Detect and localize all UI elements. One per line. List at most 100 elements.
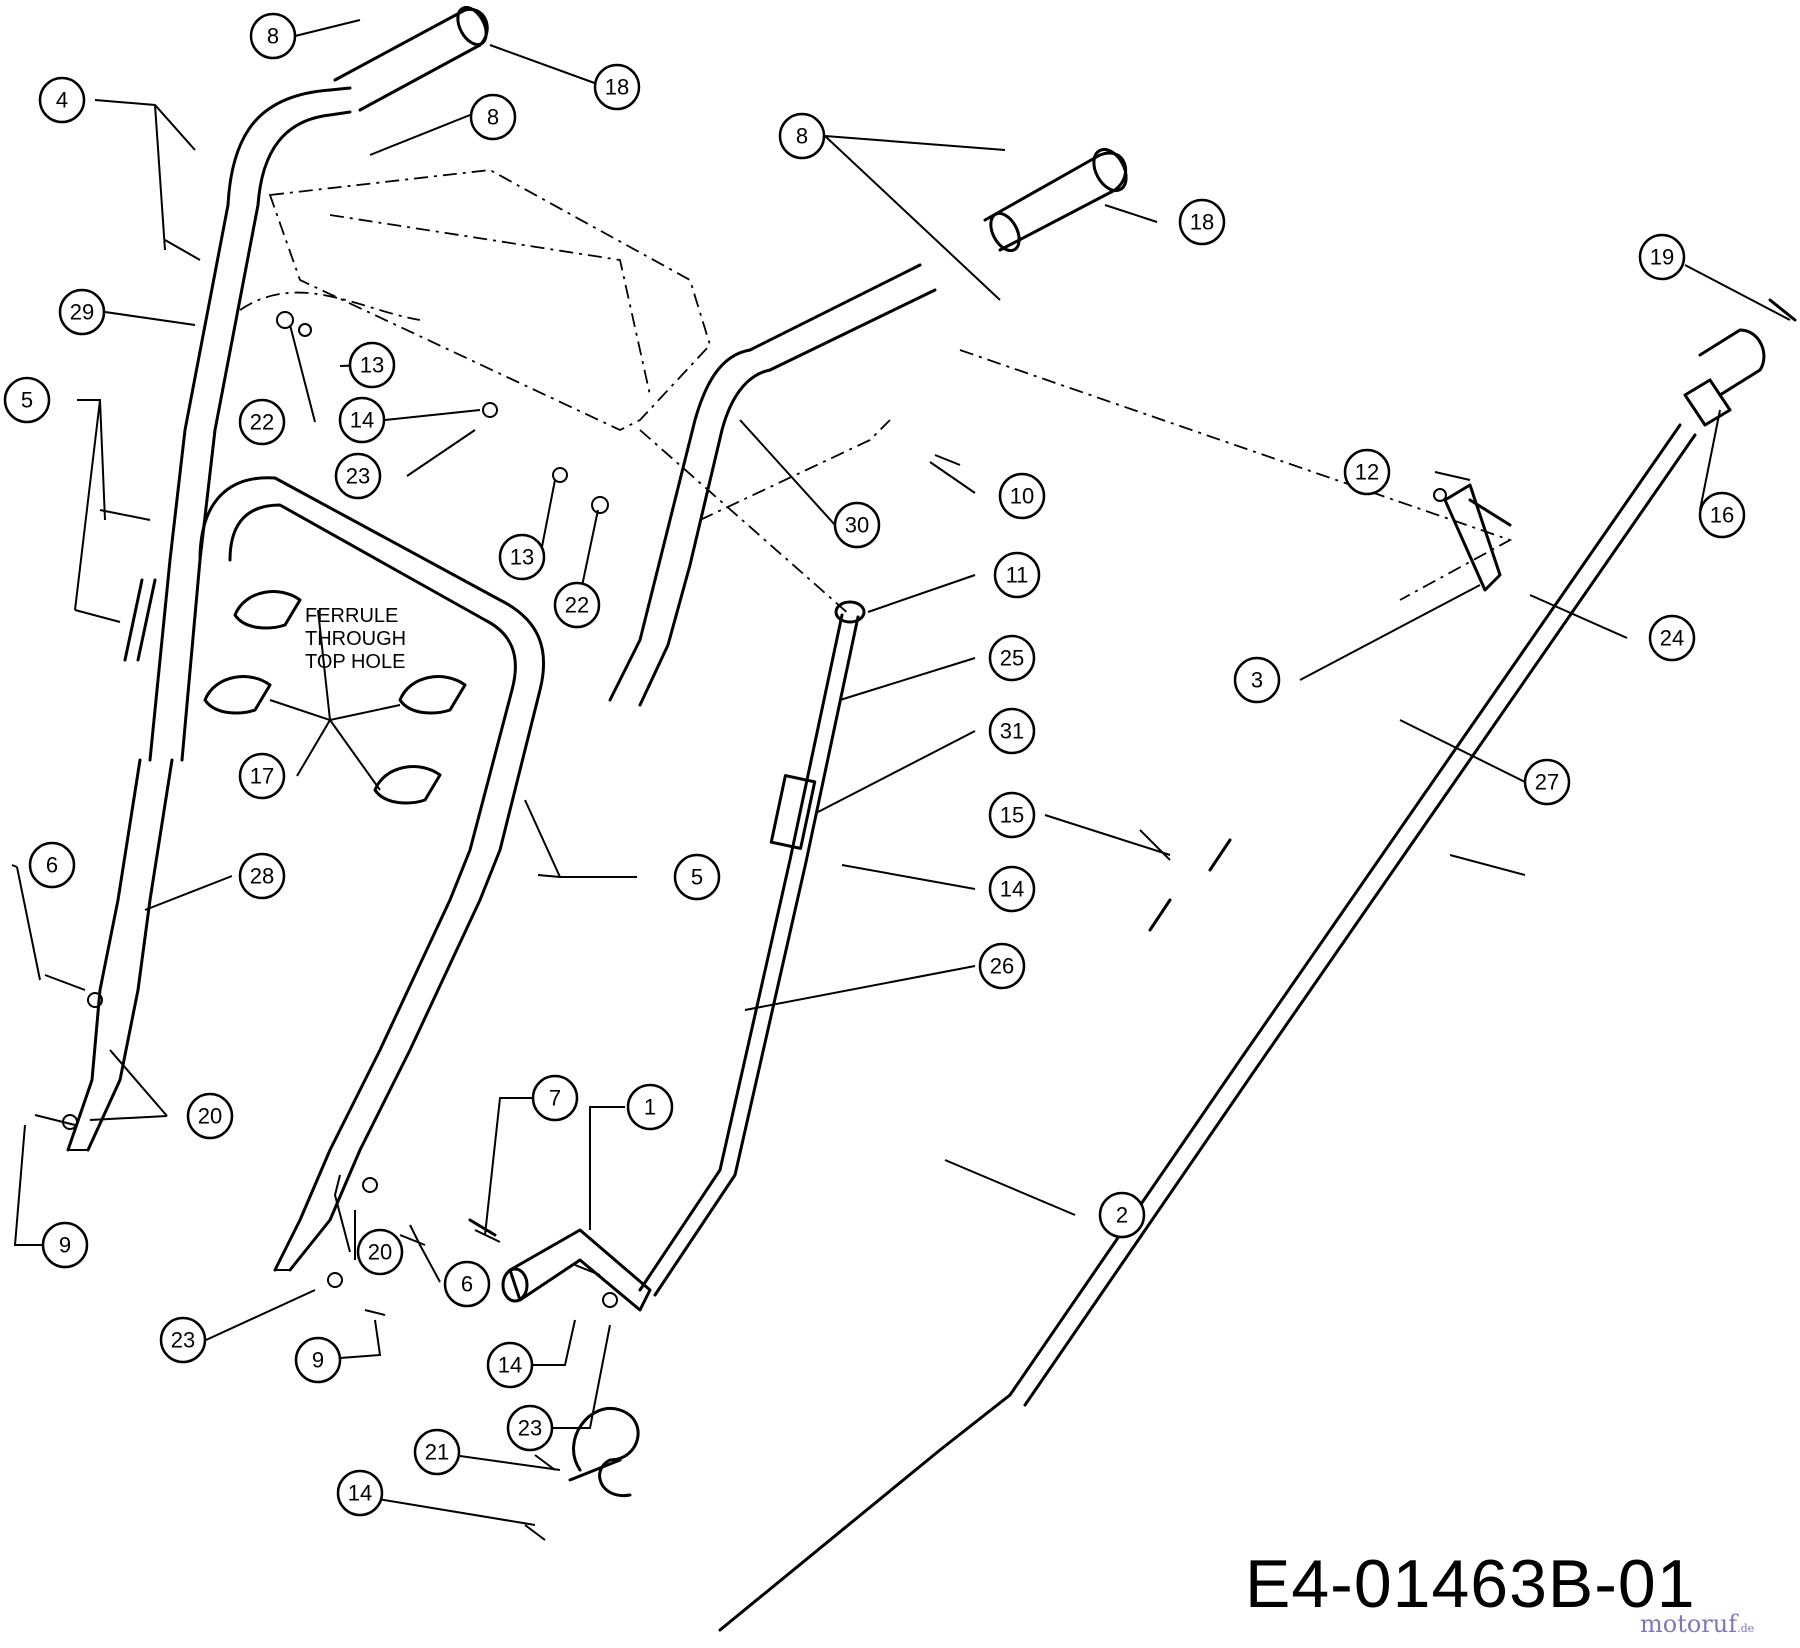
svg-text:13: 13 (360, 353, 384, 378)
ferrule-note: FERRULE THROUGH TOP HOLE (305, 605, 406, 673)
svg-text:5: 5 (21, 388, 33, 413)
callout-31: 31 (988, 707, 1036, 755)
control-panel-outline (239, 169, 1513, 616)
callout-14: 14 (988, 865, 1036, 913)
parts-artwork (34, 5, 1797, 1632)
svg-text:9: 9 (59, 1233, 71, 1258)
svg-text:4: 4 (56, 88, 68, 113)
callout-6: 6 (443, 1260, 491, 1308)
svg-text:23: 23 (518, 1416, 542, 1441)
callout-14: 14 (336, 1469, 384, 1517)
callout-26: 26 (978, 942, 1026, 990)
callout-20: 20 (186, 1092, 234, 1140)
hardware (34, 239, 1447, 1541)
svg-text:14: 14 (348, 1481, 372, 1506)
leader-lines (11, 19, 1791, 1526)
callout-30: 30 (833, 501, 881, 549)
callout-22: 22 (553, 581, 601, 629)
svg-text:12: 12 (1355, 460, 1379, 485)
callout-16: 16 (1698, 491, 1746, 539)
callout-22: 22 (238, 398, 286, 446)
chute-crank-rod (568, 423, 1697, 1632)
callout-8: 8 (469, 93, 517, 141)
svg-text:8: 8 (796, 124, 808, 149)
callout-8: 8 (249, 12, 297, 60)
callout-2: 2 (1098, 1191, 1146, 1239)
callout-5: 5 (673, 853, 721, 901)
callout-27: 27 (1523, 758, 1571, 806)
callout-12: 12 (1343, 448, 1391, 496)
svg-text:20: 20 (368, 1240, 392, 1265)
svg-text:10: 10 (1010, 484, 1034, 509)
svg-text:2: 2 (1116, 1203, 1128, 1228)
callout-5: 5 (3, 376, 51, 424)
callout-14: 14 (338, 396, 386, 444)
diagram-code: E4-01463B-01 (1245, 1546, 1696, 1622)
svg-text:29: 29 (70, 300, 94, 325)
svg-text:18: 18 (605, 75, 629, 100)
svg-text:20: 20 (198, 1104, 222, 1129)
callout-13: 13 (348, 341, 396, 389)
callout-9: 9 (41, 1221, 89, 1269)
svg-text:19: 19 (1650, 245, 1674, 270)
callout-19: 19 (1638, 233, 1686, 281)
callout-23: 23 (334, 452, 382, 500)
svg-text:14: 14 (1000, 877, 1024, 902)
callout-23: 23 (159, 1316, 207, 1364)
callouts: 8 18 8 4 8 18 19 29 13 5 14 22 23 10 12 … (3, 12, 1746, 1517)
upper-handle (66, 5, 1128, 1152)
watermark-text: motoruf (1640, 1610, 1738, 1638)
bracket (1443, 483, 1512, 592)
callout-15: 15 (988, 791, 1036, 839)
svg-text:25: 25 (1000, 646, 1024, 671)
svg-text:8: 8 (487, 105, 499, 130)
svg-text:28: 28 (250, 864, 274, 889)
callout-3: 3 (1233, 656, 1281, 704)
svg-text:8: 8 (267, 24, 279, 49)
callout-18: 18 (593, 63, 641, 111)
svg-text:17: 17 (250, 764, 274, 789)
svg-text:31: 31 (1000, 719, 1024, 744)
callout-28: 28 (238, 852, 286, 900)
watermark-suffix: .de (1737, 1622, 1755, 1635)
svg-text:1: 1 (644, 1095, 656, 1120)
callout-24: 24 (1648, 614, 1696, 662)
svg-text:22: 22 (250, 410, 274, 435)
svg-text:7: 7 (549, 1086, 561, 1111)
svg-text:3: 3 (1251, 668, 1263, 693)
watermark-logo: motoruf.de (1640, 1610, 1754, 1638)
svg-text:6: 6 (46, 853, 58, 878)
callout-1: 1 (626, 1083, 674, 1131)
callout-23: 23 (506, 1404, 554, 1452)
svg-text:14: 14 (350, 408, 374, 433)
callout-11: 11 (993, 551, 1041, 599)
callout-9: 9 (294, 1336, 342, 1384)
callout-20: 20 (356, 1228, 404, 1276)
callout-13: 13 (498, 533, 546, 581)
callout-14: 14 (486, 1341, 534, 1389)
callout-17: 17 (238, 752, 286, 800)
svg-text:27: 27 (1535, 770, 1559, 795)
callout-25: 25 (988, 634, 1036, 682)
crank-knob (1683, 298, 1797, 427)
svg-text:5: 5 (691, 865, 703, 890)
svg-text:30: 30 (845, 513, 869, 538)
svg-text:24: 24 (1660, 626, 1684, 651)
svg-text:9: 9 (312, 1348, 324, 1373)
svg-text:21: 21 (425, 1440, 449, 1465)
note-line-3: TOP HOLE (305, 651, 405, 673)
svg-text:14: 14 (498, 1353, 522, 1378)
callout-29: 29 (58, 288, 106, 336)
svg-text:23: 23 (171, 1328, 195, 1353)
knobs (203, 590, 467, 805)
svg-text:6: 6 (461, 1272, 473, 1297)
svg-text:23: 23 (346, 464, 370, 489)
svg-text:15: 15 (1000, 803, 1024, 828)
svg-text:13: 13 (510, 545, 534, 570)
callout-7: 7 (531, 1074, 579, 1122)
svg-text:22: 22 (565, 593, 589, 618)
callout-18: 18 (1178, 198, 1226, 246)
callout-10: 10 (998, 472, 1046, 520)
callout-21: 21 (413, 1428, 461, 1476)
